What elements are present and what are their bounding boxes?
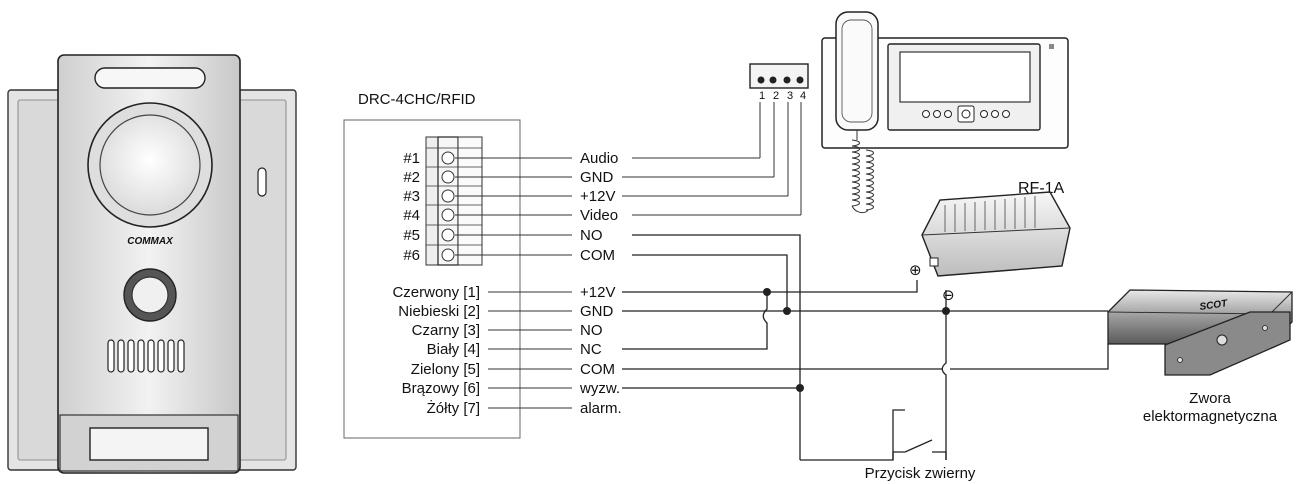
connector-pin: 1 <box>759 90 765 102</box>
monitor-button <box>1002 110 1010 118</box>
wire-color-label: Żółty [7] <box>427 399 480 417</box>
terminal-signal: +12V <box>580 188 615 205</box>
name-plate <box>89 427 209 461</box>
terminal-label: #5 <box>403 227 420 244</box>
indoor-monitor <box>821 11 1069 214</box>
wire-color-label: Brązowy [6] <box>402 380 480 397</box>
wire-signal: COM <box>580 361 615 378</box>
connector-pin: 2 <box>773 90 779 102</box>
speaker-grille <box>107 339 185 373</box>
door-panel: COMMAX <box>7 54 297 474</box>
rfid-module: DRC-4CHC/RFID <box>343 91 622 439</box>
terminal-signal: COM <box>580 247 615 264</box>
terminal-signal: NO <box>580 227 603 244</box>
lock-label-line1: Zwora <box>1189 390 1231 407</box>
terminal-signal: Video <box>580 207 618 224</box>
wire-signal: alarm. <box>580 400 622 417</box>
brand-logo: COMMAX <box>127 236 174 247</box>
monitor-button <box>991 110 999 118</box>
wiring <box>622 234 1109 461</box>
terminal-block <box>425 136 483 266</box>
wire-signal: wyzw. <box>579 380 620 397</box>
top-light-slot <box>94 67 206 89</box>
wire-color-label: Niebieski [2] <box>398 303 480 320</box>
wire-color-label: Biały [4] <box>427 341 480 358</box>
wire-signal: +12V <box>580 284 615 301</box>
lock-brand: SCOT <box>1199 298 1229 313</box>
button-label: Przycisk zwierny <box>865 465 976 482</box>
terminal-label: #6 <box>403 247 420 264</box>
terminal-signal: GND <box>580 169 614 186</box>
monitor-button <box>944 110 952 118</box>
monitor-connector: 1 2 3 4 <box>749 63 809 215</box>
terminal-signal: Audio <box>580 150 618 167</box>
monitor-button <box>933 110 941 118</box>
module-title: DRC-4CHC/RFID <box>358 91 476 108</box>
wire-signal: NO <box>580 322 603 339</box>
lock-label-line2: elektormagnetyczna <box>1143 408 1278 425</box>
connector-pin: 4 <box>800 90 806 102</box>
minus-symbol: ⊖ <box>942 287 955 304</box>
terminal-label: #4 <box>403 207 420 224</box>
plus-symbol: ⊕ <box>909 262 922 279</box>
power-supply-label: RF-1A <box>1018 180 1065 197</box>
monitor-button <box>922 110 930 118</box>
wire-color-label: Czarny [3] <box>412 322 480 339</box>
terminal-label: #2 <box>403 169 420 186</box>
wire-color-label: Czerwony [1] <box>392 284 480 301</box>
connector-pin: 3 <box>787 90 793 102</box>
wire-color-label: Zielony [5] <box>411 361 480 378</box>
wire-signal: GND <box>580 303 614 320</box>
power-supply: RF-1A ⊕ ⊖ <box>909 180 1071 304</box>
monitor-screen <box>899 51 1031 103</box>
camera-lens <box>99 114 201 216</box>
terminal-label: #1 <box>403 150 420 167</box>
lock-armature <box>1164 311 1291 376</box>
junction-dots <box>763 288 950 392</box>
monitor-button <box>980 110 988 118</box>
wire-signal: NC <box>580 341 602 358</box>
electromagnetic-lock: SCOT Zwora elektormagnetyczna <box>1107 289 1293 425</box>
side-led <box>257 167 267 197</box>
terminal-label: #3 <box>403 188 420 205</box>
